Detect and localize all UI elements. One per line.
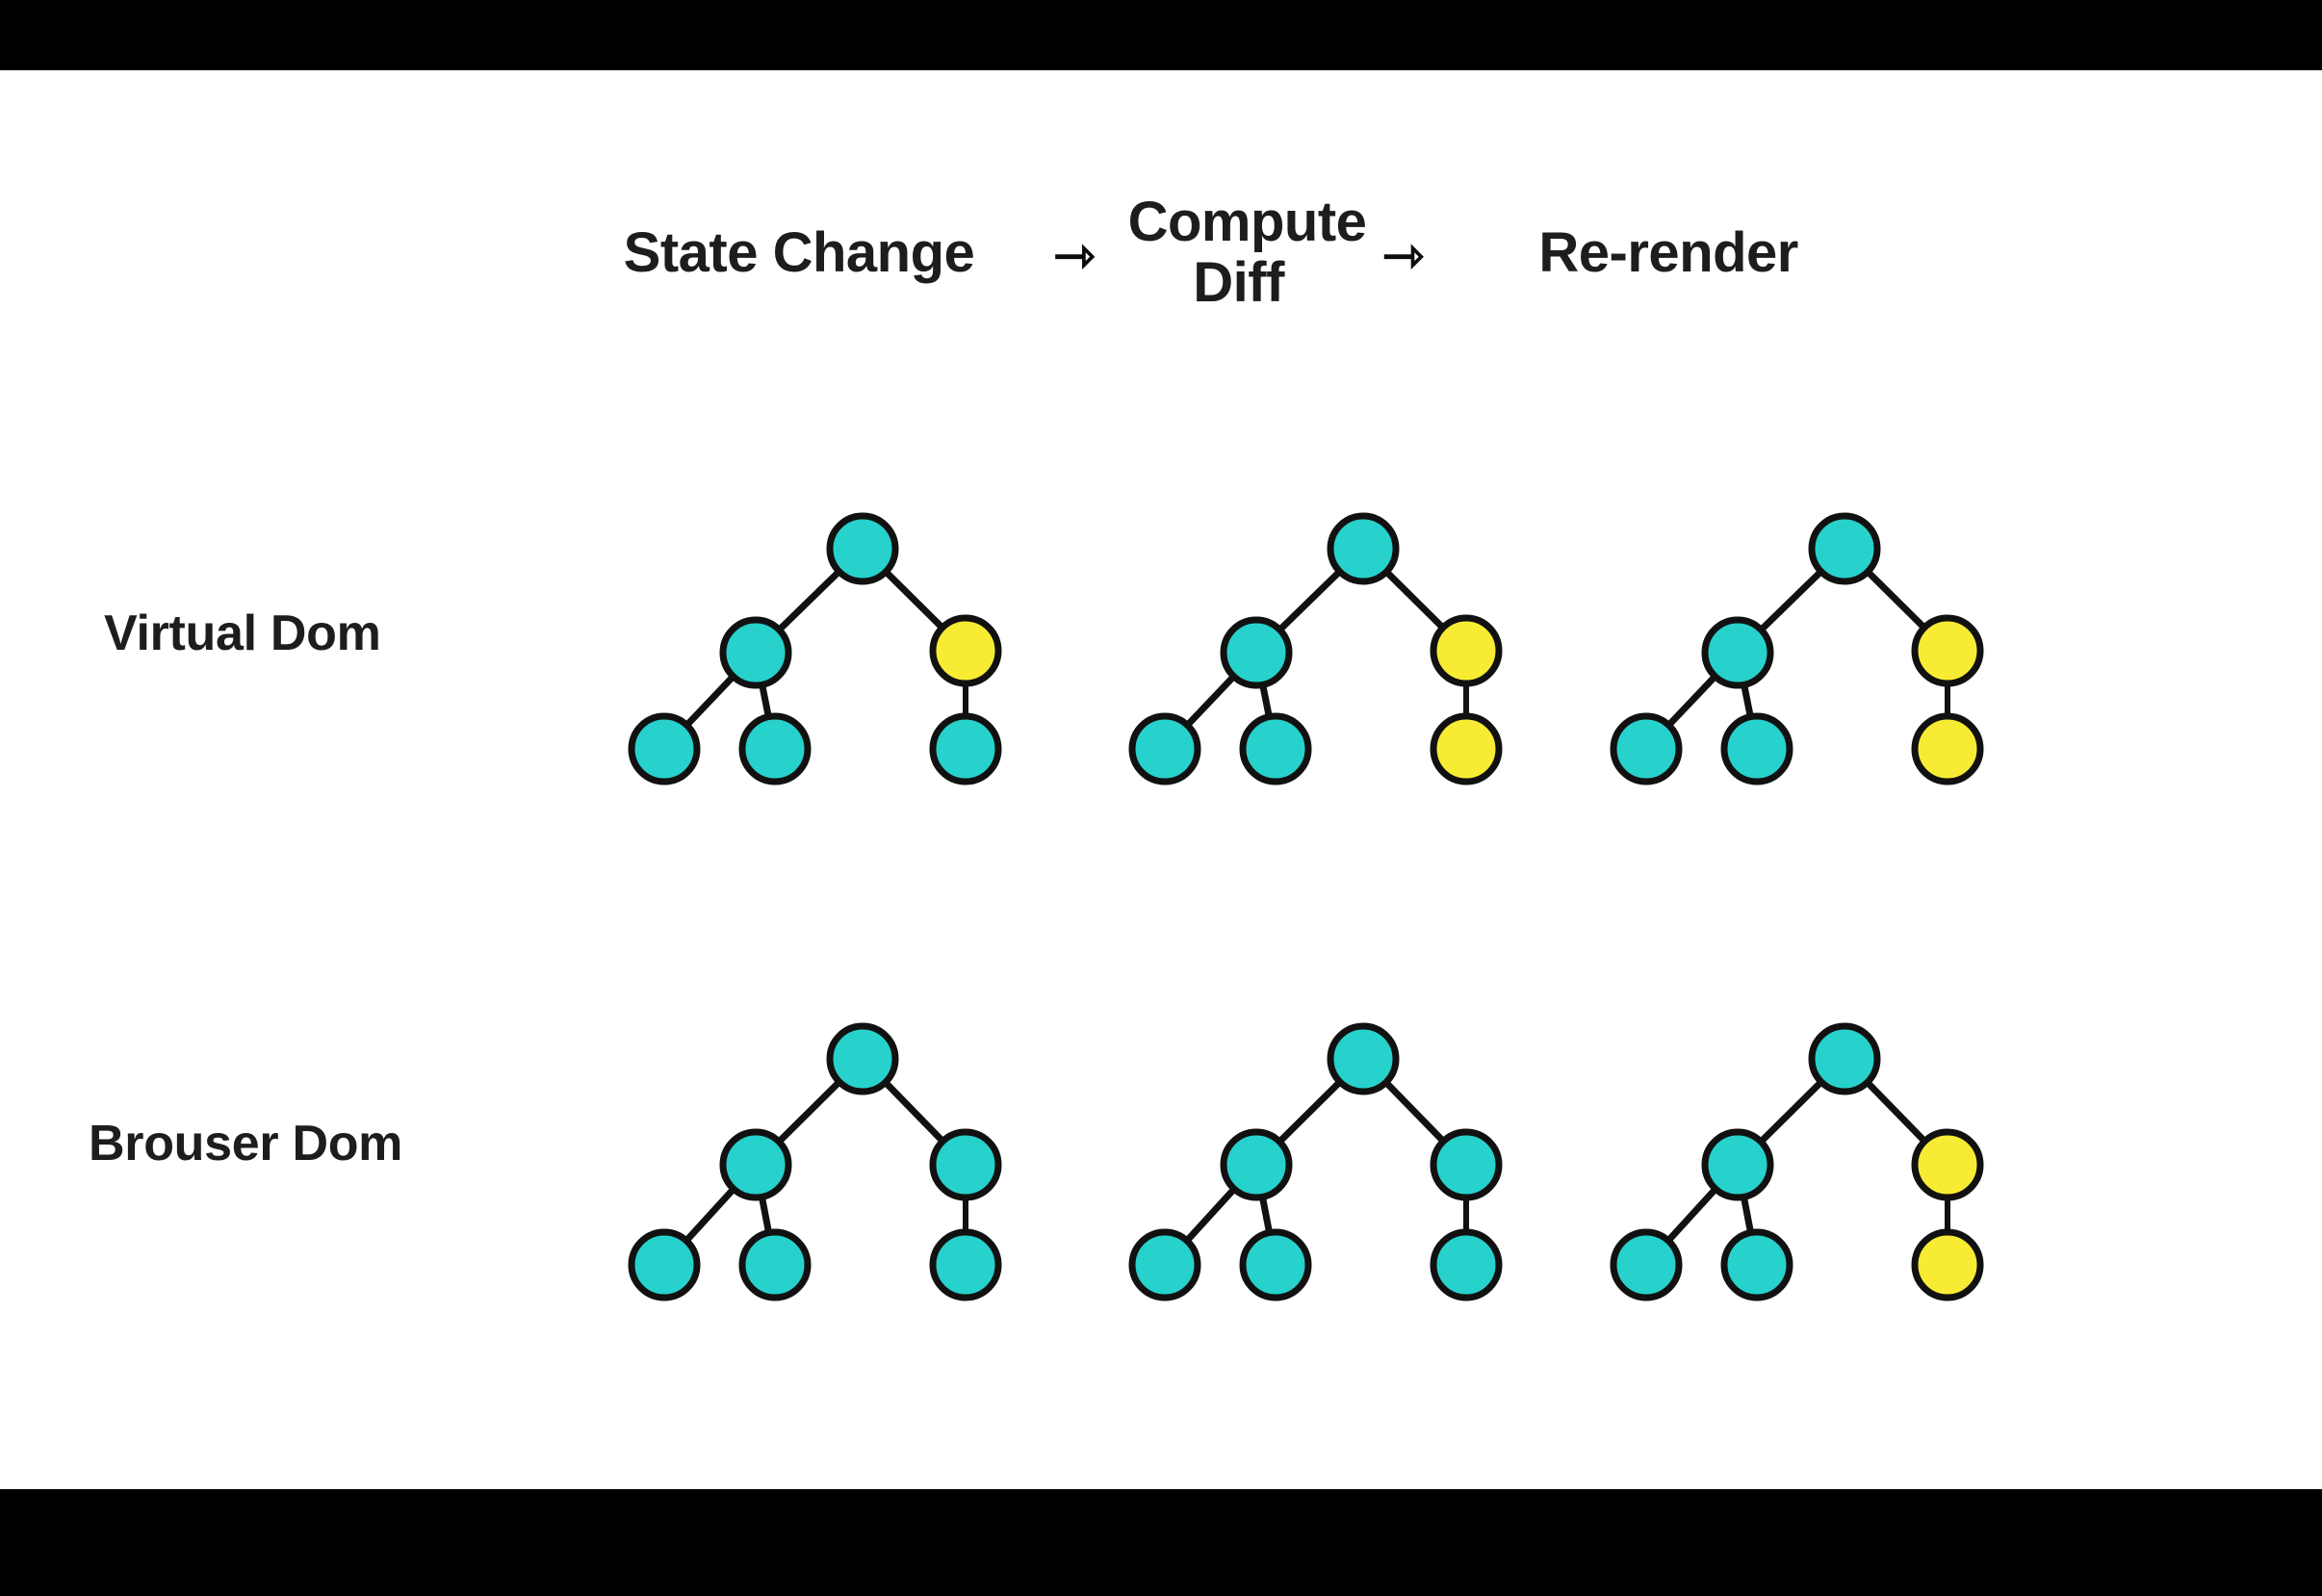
- arrow-right-icon: ⇾: [1381, 228, 1425, 284]
- tree-edge-mid-left-to-leaf-1: [1663, 670, 1721, 732]
- tree-edge-mid-left-to-leaf-1: [681, 670, 739, 732]
- tree-node-leaf-2: [1239, 1228, 1312, 1301]
- tree-brouser-dom-compute-diff: [1128, 1018, 1617, 1336]
- tree-node-root: [1327, 1022, 1400, 1095]
- letterbox-bottom: [0, 1489, 2322, 1596]
- tree-edge-root-to-mid-left: [1755, 565, 1827, 636]
- tree-node-mid-left: [719, 616, 792, 689]
- tree-edge-root-to-mid-left: [1273, 1075, 1347, 1148]
- tree-node-root: [1327, 512, 1400, 585]
- tree-node-leaf-3-changed: [1911, 712, 1984, 785]
- pipeline-step-state-change: State Change: [623, 220, 975, 284]
- tree-edge-mid-left-to-leaf-2: [1258, 1189, 1274, 1241]
- tree-node-leaf-1: [1128, 712, 1201, 785]
- tree-node-leaf-1: [1610, 1228, 1683, 1301]
- tree-node-leaf-2: [1720, 1228, 1793, 1301]
- row-label-virtual-dom: Virtual Dom: [104, 605, 381, 661]
- tree-brouser-dom-re-render: [1610, 1018, 2099, 1336]
- tree-node-leaf-1: [628, 1228, 701, 1301]
- tree-edge-root-to-mid-right: [879, 1076, 949, 1147]
- tree-edge-root-to-mid-right: [1380, 1076, 1450, 1147]
- tree-edge-mid-left-to-leaf-1: [1181, 670, 1240, 732]
- tree-node-leaf-3: [929, 1228, 1002, 1301]
- tree-node-leaf-3: [1430, 1228, 1503, 1301]
- tree-node-leaf-3-changed: [1911, 1228, 1984, 1301]
- arrow-right-icon: ⇾: [1053, 228, 1096, 284]
- tree-node-mid-right-changed: [1911, 614, 1984, 687]
- tree-edge-root-to-mid-right: [1861, 565, 1931, 634]
- tree-node-leaf-1: [1610, 712, 1683, 785]
- tree-node-root: [826, 1022, 899, 1095]
- tree-node-mid-right: [1430, 1128, 1503, 1201]
- tree-node-mid-right: [929, 1128, 1002, 1201]
- tree-virtual-dom-re-render: [1610, 508, 2099, 826]
- pipeline-step-compute-diff: Compute Diff: [1127, 191, 1367, 314]
- tree-node-mid-right-changed: [929, 614, 1002, 687]
- tree-node-leaf-3-changed: [1430, 712, 1503, 785]
- tree-node-mid-right-changed: [1430, 614, 1503, 687]
- tree-node-root: [1808, 1022, 1881, 1095]
- pipeline-step-re-render: Re-render: [1538, 220, 1798, 284]
- tree-node-mid-right-changed: [1911, 1128, 1984, 1201]
- tree-edge-root-to-mid-right: [1380, 565, 1450, 634]
- tree-edge-root-to-mid-left: [1274, 565, 1346, 636]
- tree-virtual-dom-compute-diff: [1128, 508, 1617, 826]
- tree-node-leaf-3: [929, 712, 1002, 785]
- tree-edge-root-to-mid-left: [1754, 1075, 1828, 1148]
- tree-node-mid-left: [719, 1128, 792, 1201]
- tree-node-leaf-1: [1128, 1228, 1201, 1301]
- tree-node-root: [1808, 512, 1881, 585]
- tree-edge-mid-left-to-leaf-2: [758, 1189, 773, 1241]
- tree-node-mid-left: [1220, 1128, 1293, 1201]
- diagram-area: State Change ⇾ Compute Diff ⇾ Re-render …: [0, 70, 2322, 1489]
- tree-node-leaf-1: [628, 712, 701, 785]
- tree-node-leaf-2: [1239, 712, 1312, 785]
- tree-node-mid-left: [1220, 616, 1293, 689]
- tree-edge-mid-left-to-leaf-1: [1662, 1182, 1722, 1248]
- tree-edge-mid-left-to-leaf-1: [1180, 1182, 1241, 1248]
- tree-edge-mid-left-to-leaf-1: [680, 1182, 740, 1248]
- tree-edge-root-to-mid-right: [1861, 1076, 1931, 1147]
- row-label-brouser-dom: Brouser Dom: [89, 1116, 403, 1171]
- tree-node-mid-left: [1701, 616, 1774, 689]
- tree-node-leaf-2: [738, 1228, 812, 1301]
- tree-brouser-dom-state-change: [628, 1018, 1117, 1336]
- tree-virtual-dom-state-change: [628, 508, 1117, 826]
- tree-node-root: [826, 512, 899, 585]
- tree-node-leaf-2: [1720, 712, 1793, 785]
- tree-node-leaf-2: [738, 712, 812, 785]
- tree-node-mid-left: [1701, 1128, 1774, 1201]
- tree-edge-root-to-mid-left: [772, 1075, 846, 1148]
- tree-edge-mid-left-to-leaf-2: [1740, 1189, 1755, 1241]
- tree-edge-root-to-mid-left: [773, 565, 845, 636]
- tree-edge-root-to-mid-right: [879, 565, 949, 634]
- pipeline-flow: State Change ⇾ Compute Diff ⇾ Re-render: [578, 157, 2137, 349]
- letterbox-top: [0, 0, 2322, 70]
